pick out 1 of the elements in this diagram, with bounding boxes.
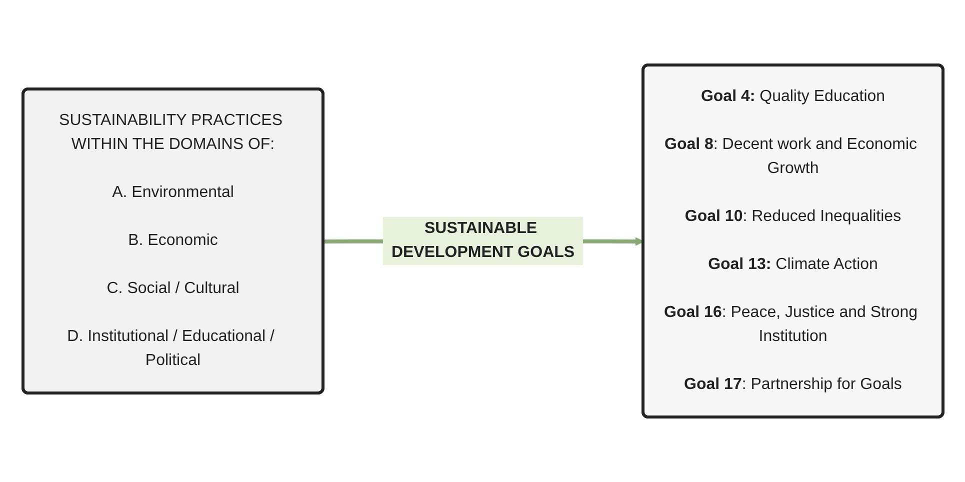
edge-label: SUSTAINABLE DEVELOPMENT GOALS (390, 220, 574, 261)
